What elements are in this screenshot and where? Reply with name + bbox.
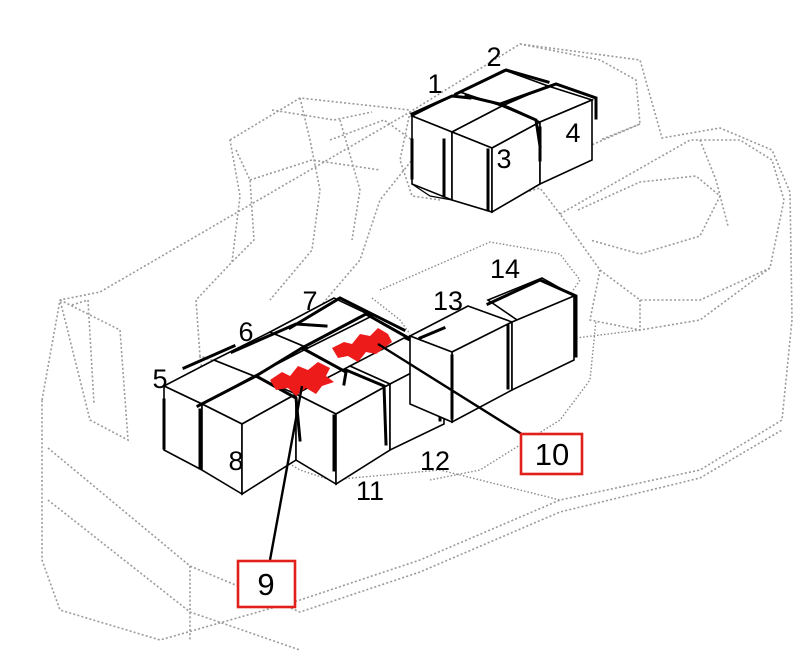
relay-label-13: 13 — [433, 286, 463, 316]
callout-10-text: 10 — [535, 437, 569, 472]
relay-label-1: 1 — [427, 69, 442, 99]
upper-relay-block — [410, 68, 598, 214]
relay-label-6: 6 — [238, 317, 253, 347]
relay-label-7: 7 — [302, 286, 317, 316]
relay-label-4: 4 — [565, 118, 580, 148]
relay-14-side — [511, 294, 575, 392]
relay-label-14: 14 — [490, 254, 520, 284]
terminal-9-highlight — [270, 362, 334, 396]
relay-label-5: 5 — [152, 364, 167, 394]
relay-label-11: 11 — [356, 476, 384, 506]
right-relay-block — [408, 277, 578, 424]
relay-4-side — [539, 98, 593, 186]
callout-9-box — [236, 559, 297, 609]
leader-9 — [268, 385, 304, 561]
callout-10-box — [519, 432, 584, 476]
relay-label-8: 8 — [228, 446, 243, 476]
callout-9: 9 — [236, 559, 297, 609]
callout-10: 10 — [519, 432, 584, 476]
highlighted-terminals — [270, 328, 392, 396]
relay-labels: 1 2 3 4 5 6 7 8 11 12 13 14 — [152, 42, 580, 506]
leader-lines — [268, 342, 529, 561]
relay-label-12: 12 — [420, 446, 450, 476]
callout-9-text: 9 — [257, 567, 274, 602]
relay-13-front — [409, 334, 453, 424]
relay-label-3: 3 — [496, 144, 511, 174]
terminal-10-highlight — [332, 328, 392, 362]
lower-relay-block — [162, 296, 446, 496]
leader-10 — [377, 342, 529, 440]
relay-label-2: 2 — [486, 42, 501, 72]
